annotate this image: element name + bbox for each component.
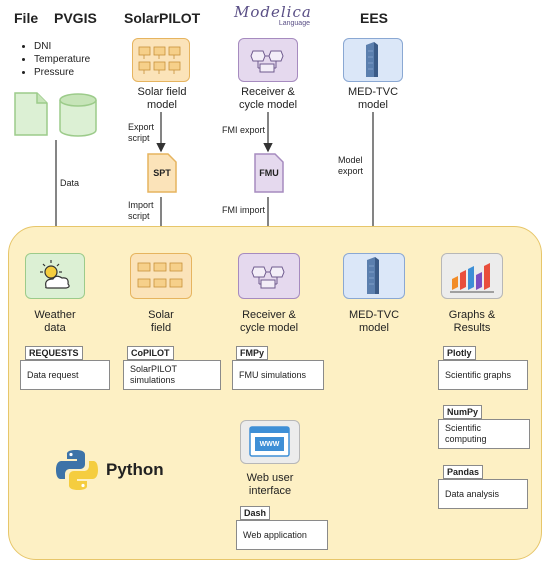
label-export-script: Export script xyxy=(128,122,155,143)
bullet-pressure: Pressure xyxy=(34,66,90,79)
browser-window-icon xyxy=(249,426,290,457)
dash-desc: Web application xyxy=(243,529,307,540)
fmpy-box: FMU simulations xyxy=(232,360,324,390)
web-ui-label: Web user interface xyxy=(246,472,294,497)
medtvc-tower-icon xyxy=(366,42,378,77)
fmu-label: FMU xyxy=(259,168,279,178)
fmu-file-icon xyxy=(254,153,284,193)
file-icon xyxy=(14,92,48,136)
header-solarpilot: SolarPILOT xyxy=(124,10,201,26)
solar-field-model-label: Solar field model xyxy=(137,86,187,111)
requests-desc: Data request xyxy=(27,369,79,380)
plotly-tab: Plotly xyxy=(443,346,476,360)
medtvc-label: MED-TVC model xyxy=(348,309,400,334)
solar-field-node xyxy=(130,253,192,299)
web-ui-node: WWW xyxy=(240,420,300,464)
medtvc-tower-icon-bottom xyxy=(367,257,379,294)
label-fmi-import: FMI import xyxy=(222,205,266,215)
header-file: File xyxy=(14,10,39,26)
requests-box: Data request xyxy=(20,360,110,390)
www-label: WWW xyxy=(259,441,280,448)
modelica-logo-text: Modelica xyxy=(234,3,312,21)
solar-field-label: Solar field xyxy=(148,309,174,334)
fmpy-tab: FMPy xyxy=(236,346,269,360)
dash-box: Web application xyxy=(236,520,328,550)
copilot-box: SolarPILOT simulations xyxy=(123,360,221,390)
weather-label: Weather data xyxy=(34,309,76,334)
modelica-logo: Modelica Language xyxy=(234,3,312,28)
solar-panel-icon xyxy=(138,46,181,74)
plotly-box: Scientific graphs xyxy=(438,360,528,390)
header-pvgis: PVGIS xyxy=(54,10,97,26)
cycle-diagram-icon xyxy=(250,50,284,73)
python-logo-icon xyxy=(56,450,98,490)
medtvc-model-label: MED-TVC model xyxy=(347,86,399,111)
python-label: Python xyxy=(106,460,164,479)
spt-file-icon xyxy=(147,153,177,193)
cycle-diagram-icon-bottom xyxy=(251,266,285,289)
pandas-box: Data analysis xyxy=(438,479,528,509)
solar-field-model-node xyxy=(132,38,190,82)
receiver-label: Receiver & cycle model xyxy=(239,309,299,334)
weather-node xyxy=(25,253,85,299)
receiver-model-node xyxy=(238,38,298,82)
medtvc-model-node xyxy=(343,38,403,82)
copilot-tab: CoPILOT xyxy=(127,346,174,360)
numpy-box: Scientific computing xyxy=(438,419,530,449)
database-icon xyxy=(59,93,97,137)
modelica-logo-sub: Language xyxy=(278,20,310,27)
weather-sun-cloud-icon xyxy=(40,260,70,289)
fmpy-desc: FMU simulations xyxy=(239,369,307,380)
solar-panel-icon-bottom xyxy=(137,262,183,288)
receiver-node xyxy=(238,253,300,299)
label-model-export: Model export xyxy=(338,155,364,176)
copilot-desc: SolarPILOT simulations xyxy=(130,364,178,385)
pandas-desc: Data analysis xyxy=(445,488,500,499)
label-import-script: Import script xyxy=(128,200,154,221)
medtvc-node xyxy=(343,253,405,299)
label-data: Data xyxy=(60,178,80,188)
bullet-dni: DNI xyxy=(34,40,90,53)
dash-tab: Dash xyxy=(240,506,271,520)
spt-label: SPT xyxy=(153,168,171,178)
requests-tab: REQUESTS xyxy=(25,346,83,360)
pandas-tab: Pandas xyxy=(443,465,484,479)
spt-file-node: SPT xyxy=(147,153,177,193)
graphs-node xyxy=(441,253,503,299)
bullet-temperature: Temperature xyxy=(34,53,90,66)
label-fmi-export: FMI export xyxy=(222,125,266,135)
numpy-desc: Scientific computing xyxy=(445,423,487,444)
plotly-desc: Scientific graphs xyxy=(445,369,512,380)
bar-chart-icon xyxy=(450,263,494,293)
fmu-file-node: FMU xyxy=(254,153,284,193)
graphs-label: Graphs & Results xyxy=(448,309,496,334)
receiver-model-label: Receiver & cycle model xyxy=(238,86,298,111)
header-ees: EES xyxy=(360,10,389,26)
numpy-tab: NumPy xyxy=(443,405,483,419)
file-bullet-list: DNI Temperature Pressure xyxy=(22,40,90,79)
